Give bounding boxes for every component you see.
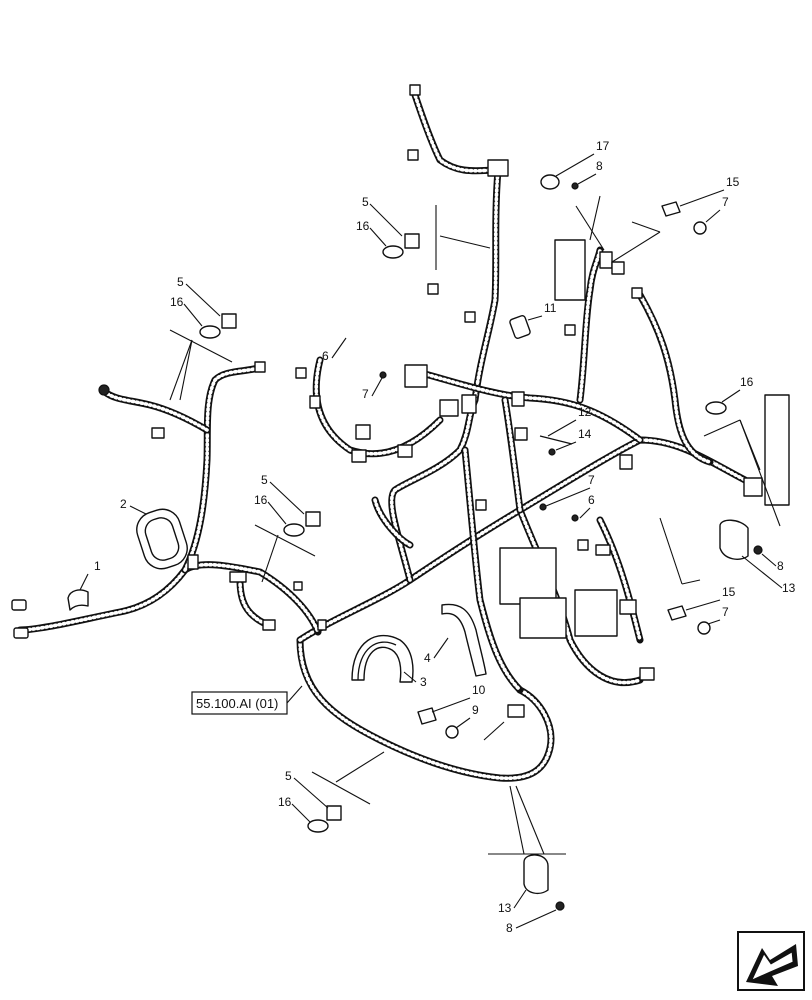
callout-12: 12 [578,405,592,419]
callout-6b: 6 [588,493,595,507]
callout-9: 9 [472,703,479,717]
reference-box[interactable]: 55.100.AI (01) [191,685,303,715]
callout-16a: 16 [356,219,370,233]
callout-16c: 16 [254,493,268,507]
callout-3: 3 [420,675,427,689]
reference-label: 55.100.AI (01) [196,696,278,711]
callout-6a: 6 [322,349,329,363]
callout-5d: 5 [285,769,292,783]
arrow-icon[interactable] [737,931,805,991]
callout-5c: 5 [261,473,268,487]
callout-16b: 16 [170,295,184,309]
callout-7a: 7 [362,387,369,401]
callout-7d: 7 [722,605,729,619]
callout-5a: 5 [362,195,369,209]
callout-13a: 13 [782,581,796,595]
callout-13b: 13 [498,901,512,915]
loose-components [67,174,763,911]
callout-8b: 8 [777,559,784,573]
harness-connectors [11,84,790,718]
callout-1: 1 [94,559,101,573]
grouping-lines [169,195,781,855]
harness-wires [16,91,749,782]
callout-16d: 16 [740,375,754,389]
callout-14: 14 [578,427,592,441]
callout-15b: 15 [722,585,736,599]
callout-11: 11 [544,301,557,315]
callout-10: 10 [472,683,486,697]
callout-labels: 1 2 3 4 5 5 5 5 6 6 7 7 7 7 8 8 8 9 10 [79,139,796,935]
callout-17: 17 [596,139,610,153]
callout-2: 2 [120,497,127,511]
callout-4: 4 [424,651,431,665]
callout-5b: 5 [177,275,184,289]
callout-16e: 16 [278,795,292,809]
callout-8a: 8 [596,159,603,173]
callout-7b: 7 [588,473,595,487]
callout-15a: 15 [726,175,740,189]
callout-7c: 7 [722,195,729,209]
callout-8c: 8 [506,921,513,935]
